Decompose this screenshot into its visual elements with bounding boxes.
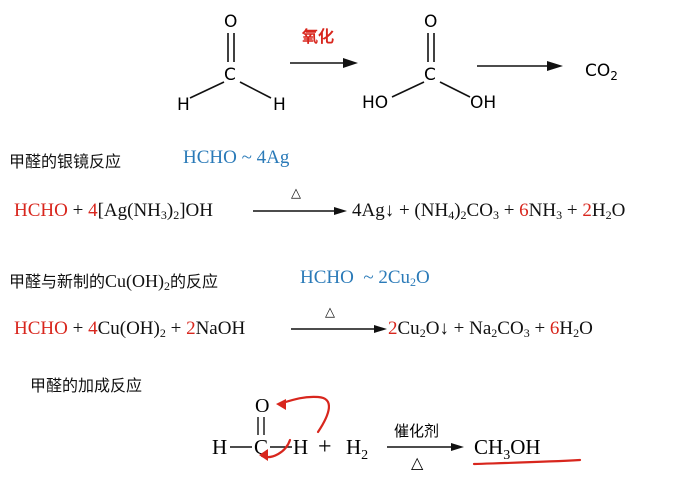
silver-mirror-products: 4Ag↓ + (NH4)2CO3 + 6NH3 + 2H2O bbox=[352, 200, 626, 222]
red-arrowhead-c bbox=[259, 449, 268, 461]
addition-h-left: H bbox=[212, 435, 227, 459]
red-arrowhead-o bbox=[276, 399, 286, 410]
formaldehyde-h-left: H bbox=[177, 95, 190, 115]
formaldehyde-c: C bbox=[224, 65, 236, 85]
co2-product: CO2 bbox=[585, 61, 618, 83]
formaldehyde-o: O bbox=[224, 12, 237, 32]
copper-reaction-products: 2Cu2O↓ + Na2CO3 + 6H2O bbox=[388, 318, 593, 340]
formic-acid-o: O bbox=[424, 12, 437, 32]
copper-reaction-relation: HCHO ~ 2Cu2O bbox=[300, 267, 430, 289]
oxidation-scheme: O C H H 氧化 O C HO OH CO2 bbox=[177, 12, 618, 115]
silver-mirror-heading: 甲醛的银镜反应 bbox=[9, 148, 121, 172]
copper-reaction-heading: 甲醛与新制的Cu(OH)2的反应 bbox=[9, 268, 218, 292]
silver-mirror-arrow bbox=[253, 207, 347, 215]
addition-product: CH3OH bbox=[474, 435, 541, 463]
formic-acid-c: C bbox=[424, 65, 436, 85]
copper-reaction-equation: HCHO + 4Cu(OH)2 + 2NaOH bbox=[14, 318, 246, 340]
red-annotation-arc bbox=[277, 395, 330, 434]
formic-acid-ho: HO bbox=[362, 93, 388, 113]
addition-o: O bbox=[255, 395, 269, 417]
silver-mirror-condition: △ bbox=[291, 186, 301, 201]
silver-mirror-title: 甲醛的银镜反应 bbox=[9, 152, 122, 171]
copper-heading-tail: 的反应 bbox=[170, 272, 219, 291]
addition-catalyst: 催化剂 bbox=[394, 422, 439, 440]
formaldehyde-h-right: H bbox=[273, 95, 286, 115]
formic-acid-oh: OH bbox=[470, 93, 496, 113]
addition-plus: + bbox=[318, 434, 332, 460]
copper-reaction-condition: △ bbox=[325, 305, 335, 320]
oxidation-label: 氧化 bbox=[301, 27, 334, 46]
addition-reaction-heading: 甲醛的加成反应 bbox=[30, 376, 143, 395]
addition-condition: △ bbox=[411, 453, 424, 472]
copper-heading-formula: Cu(OH)2 bbox=[105, 271, 171, 293]
addition-h-right: H bbox=[293, 435, 308, 459]
silver-mirror-relation: HCHO ~ 4Ag bbox=[183, 147, 290, 168]
copper-reaction-arrow bbox=[291, 325, 387, 333]
silver-mirror-equation: HCHO + 4[Ag(NH3)2]OH bbox=[14, 200, 213, 222]
red-underline-product bbox=[472, 458, 582, 466]
addition-reaction-diagram: O H C H + H2 催化剂 △ CH3OH bbox=[212, 395, 582, 472]
addition-h2: H2 bbox=[346, 435, 368, 463]
copper-heading-text: 甲醛与新制的 bbox=[9, 272, 106, 291]
